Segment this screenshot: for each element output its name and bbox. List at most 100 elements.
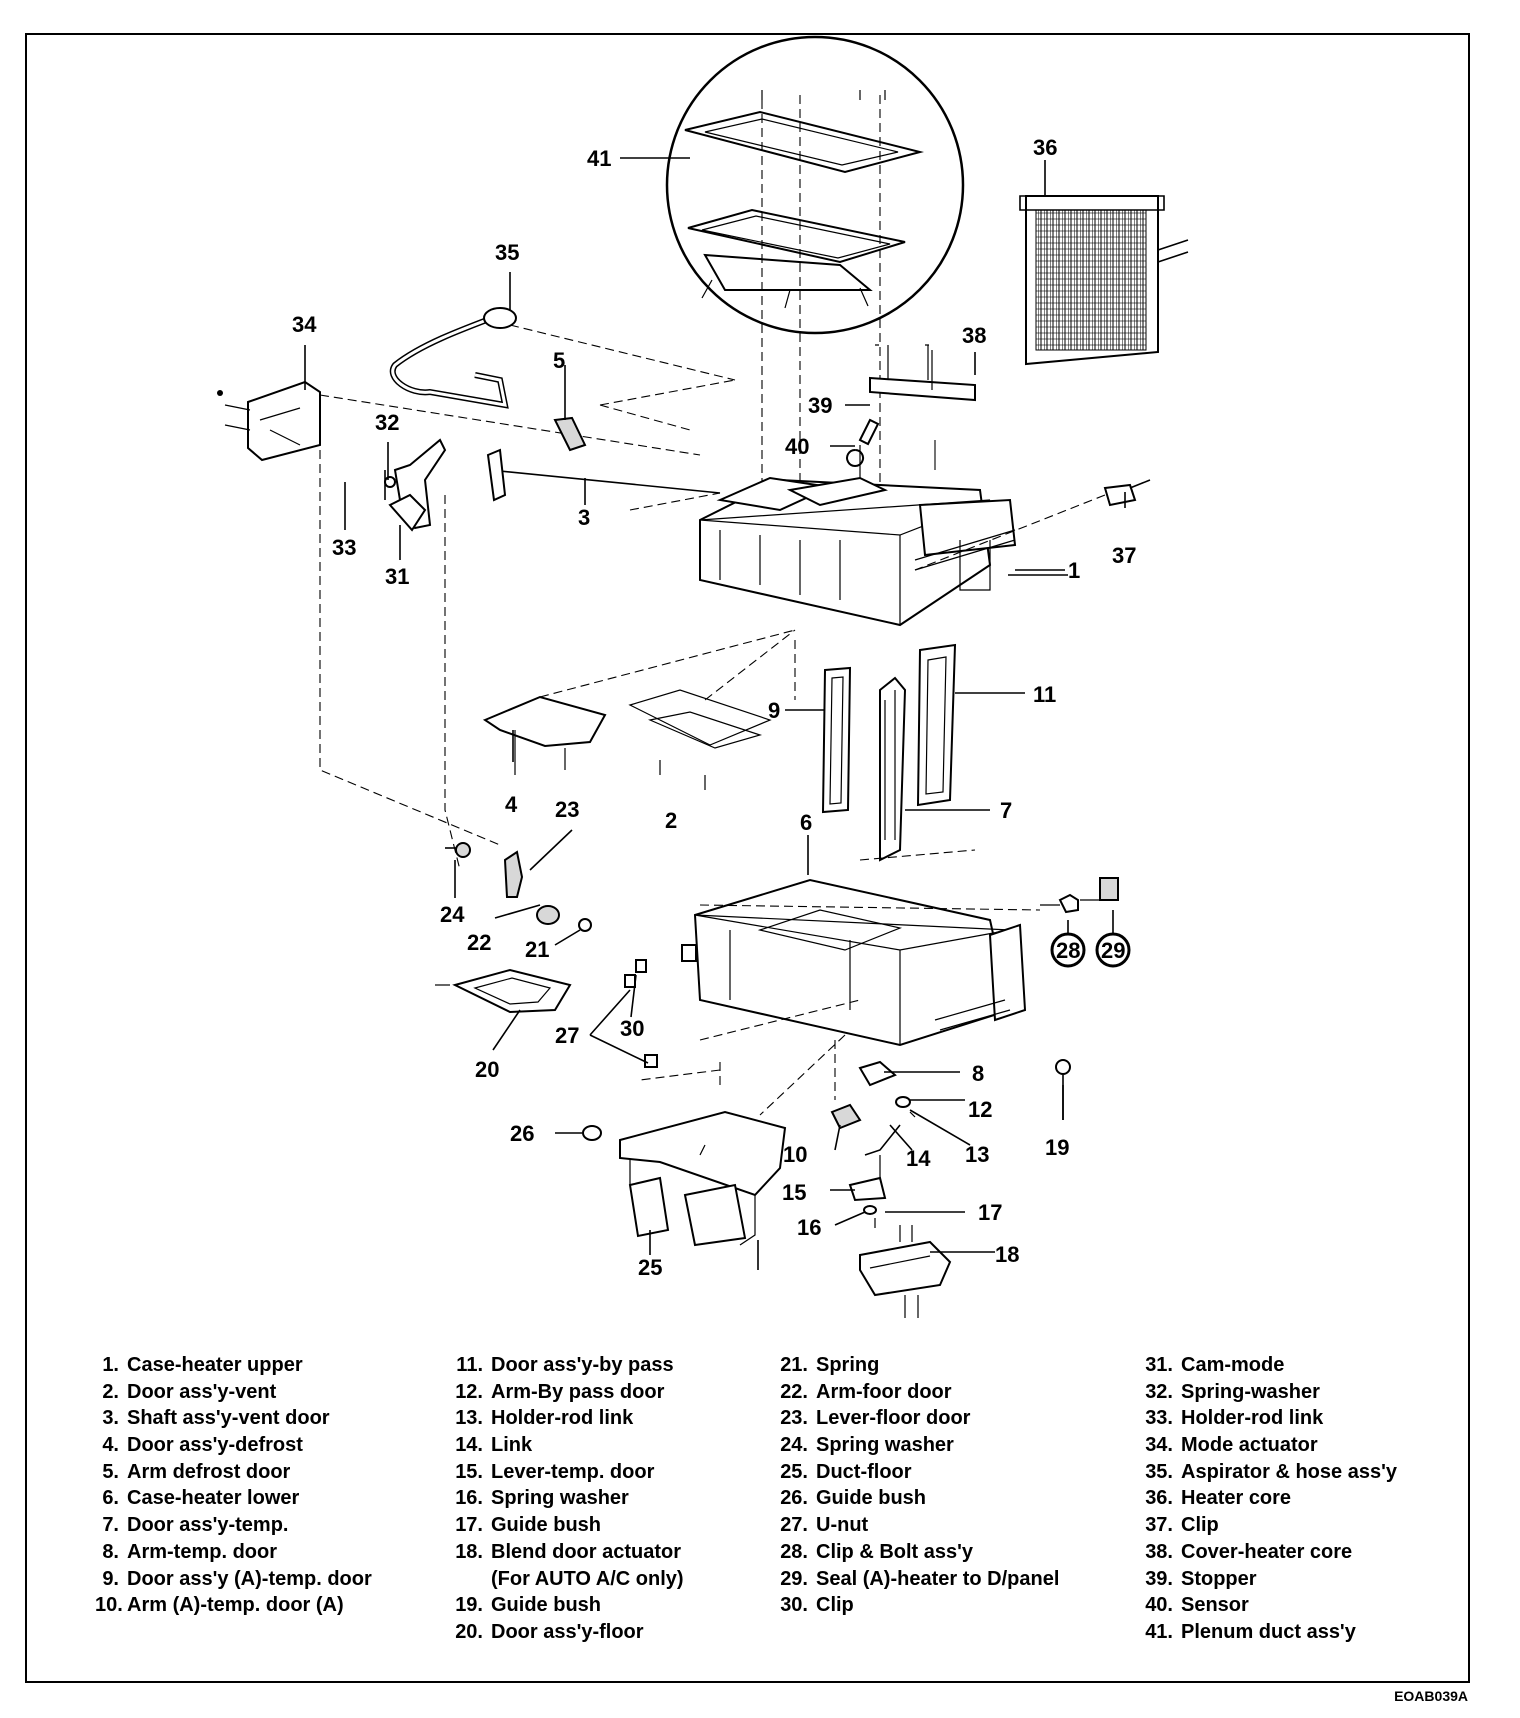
legend-item: 17.Guide bush: [450, 1512, 790, 1539]
legend-item: 20. Door ass'y-floor: [450, 1619, 790, 1646]
aspirator-hose: [389, 307, 736, 431]
legend-item-number: 33.: [1145, 1407, 1173, 1430]
legend-item-label: Spring-washer: [1181, 1380, 1320, 1403]
vent-door-shaft: [486, 448, 721, 511]
legend-item: 24.Spring washer: [775, 1432, 1115, 1459]
diagram-frame: [25, 33, 1470, 1683]
legend-item-number: 6.: [102, 1487, 119, 1510]
legend-item: 28.Clip & Bolt ass'y: [775, 1539, 1115, 1566]
legend-item: 22.Arm-foor door: [775, 1379, 1115, 1406]
legend-item-number: 25.: [780, 1460, 808, 1483]
callout-36: 36: [1033, 135, 1057, 160]
legend-item-label: U-nut: [816, 1514, 869, 1537]
legend-item-number: 4.: [102, 1434, 119, 1457]
floor-door: [435, 968, 572, 1014]
callout-30: 30: [620, 1016, 644, 1041]
legend-item-label: Heater core: [1181, 1487, 1292, 1510]
temp-door-linkage: [830, 1060, 916, 1156]
blend-door-actuator: [859, 1225, 952, 1318]
clip-bolt-seal: [1040, 877, 1131, 968]
legend-item-number: 24.: [780, 1434, 808, 1457]
callout-9: 9: [768, 698, 780, 723]
legend-item: 19.Guide bush: [450, 1592, 790, 1619]
callout-1: 1: [1068, 558, 1080, 583]
heater-core: [1019, 195, 1189, 366]
dashed-guides: [639, 440, 936, 1116]
legend-item-number: 21.: [780, 1354, 808, 1376]
legend-item: 7.Door ass'y-temp.: [95, 1512, 435, 1539]
figure-code: EOAB039A: [1394, 1688, 1468, 1704]
legend-item-number: 23.: [780, 1407, 808, 1430]
legend-item: 36.Heater core: [1140, 1485, 1480, 1512]
callout-22: 22: [467, 930, 491, 955]
legend-item-label: Clip: [816, 1594, 854, 1617]
legend-item: 41.Plenum duct ass'y: [1140, 1619, 1480, 1646]
legend-item-number: 19.: [455, 1594, 483, 1617]
defrost-door-arm: [553, 416, 587, 452]
cover-heater-core: [869, 344, 976, 402]
legend-item-label: Clip & Bolt ass'y: [816, 1540, 974, 1563]
clip-37: [914, 479, 1151, 571]
legend-item-number: 1.: [102, 1354, 119, 1376]
callout-25: 25: [638, 1255, 662, 1280]
legend-item: 23.Lever-floor door: [775, 1405, 1115, 1432]
legend-item: 35.Aspirator & hose ass'y: [1140, 1459, 1480, 1486]
legend-item-label: Door ass'y-vent: [127, 1380, 277, 1403]
legend-item-number: 8.: [102, 1540, 119, 1563]
legend-item-number: 40.: [1145, 1594, 1173, 1617]
legend-item: 18.Blend door actuator: [450, 1539, 790, 1566]
legend-item: 6. Case-heater lower: [95, 1485, 435, 1512]
callout-19: 19: [1045, 1135, 1069, 1160]
callout-31: 31: [385, 564, 409, 589]
legend-item: 30.Clip: [775, 1592, 1115, 1619]
callout-10: 10: [783, 1142, 807, 1167]
legend-item-label: Holder-rod link: [491, 1407, 634, 1430]
temp-door-lever: [848, 1155, 887, 1228]
callout-37: 37: [1112, 543, 1136, 568]
legend-item: 13.Holder-rod link: [450, 1405, 790, 1432]
exploded-view-diagram: 1 2 3 4 5 6 7 8 9 10 11 12 13 14 15 16 1…: [217, 35, 1189, 1318]
legend-item-label: Case-heater lower: [127, 1487, 300, 1510]
legend-item-label: Lever-temp. door: [491, 1460, 655, 1483]
callout-23: 23: [555, 797, 579, 822]
callout-40: 40: [785, 434, 809, 459]
legend-item: 25.Duct-floor: [775, 1459, 1115, 1486]
legend-item: 14.Link: [450, 1432, 790, 1459]
legend-item-label: Cam-mode: [1181, 1354, 1285, 1376]
callout-34: 34: [292, 312, 317, 337]
floor-duct: [619, 1110, 787, 1270]
legend-item-label: Sensor: [1181, 1594, 1249, 1617]
legend-item-label: Guide bush: [491, 1514, 601, 1537]
legend-item-number: 16.: [455, 1487, 483, 1510]
legend-item-number: 37.: [1145, 1514, 1173, 1537]
legend-item: 38.Cover-heater core: [1140, 1539, 1480, 1566]
callout-7: 7: [1000, 798, 1012, 823]
u-nut-clip: [624, 944, 697, 1068]
legend-item: 1. Case-heater upper: [95, 1352, 435, 1379]
legend-item-label: Door ass'y-floor: [491, 1620, 644, 1643]
callout-38: 38: [962, 323, 986, 348]
legend-item-label: Stopper: [1181, 1567, 1257, 1590]
legend-item-label: Holder-rod link: [1181, 1407, 1324, 1430]
legend-item-number: 2.: [102, 1380, 119, 1403]
legend-item-number: 31.: [1145, 1354, 1173, 1376]
legend-item-number: 41.: [1145, 1620, 1173, 1643]
defrost-door: [482, 629, 796, 775]
legend-item-number: 20.: [455, 1620, 483, 1643]
legend-item: 8.Arm-temp. door: [95, 1539, 435, 1566]
legend-item: 39.Stopper: [1140, 1566, 1480, 1593]
callout-26: 26: [510, 1121, 534, 1146]
callout-18: 18: [995, 1242, 1019, 1267]
legend-item-label: Case-heater upper: [127, 1354, 303, 1376]
callout-5: 5: [553, 348, 565, 373]
legend-item-number: 34.: [1145, 1434, 1173, 1457]
legend-item-number: 5.: [102, 1460, 119, 1483]
legend-item: 21.Spring: [775, 1352, 1115, 1379]
leader-lines: [304, 157, 1126, 1255]
legend-item: 29.Seal (A)-heater to D/panel: [775, 1566, 1115, 1593]
legend-item-label: Arm (A)-temp. door (A): [127, 1594, 344, 1617]
legend-item-number: 22.: [780, 1380, 808, 1403]
